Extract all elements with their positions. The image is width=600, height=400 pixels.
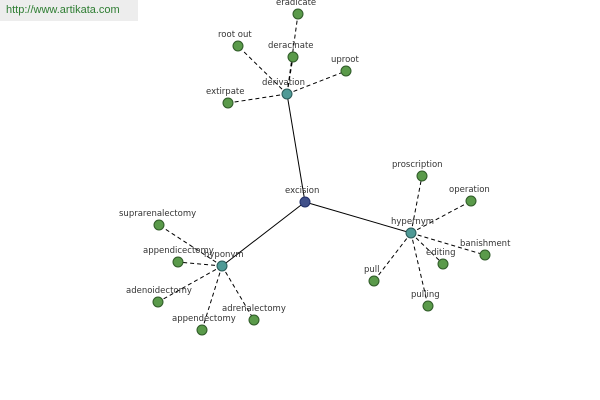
label-appendectomy[interactable]: appendectomy xyxy=(172,314,236,324)
edge-hypernym-editing xyxy=(410,232,444,265)
label-extirpate[interactable]: extirpate xyxy=(206,87,244,97)
node-hyponym[interactable] xyxy=(216,260,228,272)
node-adrenalectomy[interactable] xyxy=(248,314,260,326)
node-uproot[interactable] xyxy=(340,65,352,77)
edge-hypernym-banishment xyxy=(410,232,486,256)
node-deracinate[interactable] xyxy=(287,51,299,63)
edge-hyponym-adrenalectomy xyxy=(221,265,255,321)
edge-hyponym-appendicectomy xyxy=(177,261,223,267)
edge-hyponym-suprarenalectomy xyxy=(158,224,223,267)
label-uproot[interactable]: uproot xyxy=(331,55,359,65)
edge-hypernym-operation xyxy=(410,200,472,234)
edge-derivation-root-out xyxy=(237,45,288,95)
label-hypernym[interactable]: hypernym xyxy=(391,217,434,227)
label-editing[interactable]: editing xyxy=(426,248,455,258)
label-adrenalectomy[interactable]: adrenalectomy xyxy=(222,304,286,314)
label-appendicectomy[interactable]: appendicectomy xyxy=(143,246,214,256)
graph-labels: excision derivation hypernym hyponym eradica… xyxy=(119,0,511,324)
label-derivation[interactable]: derivation xyxy=(262,78,305,88)
label-pulling[interactable]: pulling xyxy=(411,290,440,300)
node-eradicate[interactable] xyxy=(292,8,304,20)
label-hyponym[interactable]: hyponym xyxy=(204,250,244,260)
node-editing[interactable] xyxy=(437,258,449,270)
edge-excision-hyponym xyxy=(221,201,306,267)
node-extirpate[interactable] xyxy=(222,97,234,109)
node-appendicectomy[interactable] xyxy=(172,256,184,268)
node-excision[interactable] xyxy=(299,196,311,208)
label-deracinate[interactable]: deracinate xyxy=(268,41,314,51)
node-banishment[interactable] xyxy=(479,249,491,261)
edge-hyponym-adenoidectomy xyxy=(157,265,223,303)
edge-hypernym-proscription xyxy=(410,175,423,234)
graph-edges xyxy=(157,13,486,331)
label-suprarenalectomy[interactable]: suprarenalectomy xyxy=(119,209,196,219)
node-adenoidectomy[interactable] xyxy=(152,296,164,308)
node-suprarenalectomy[interactable] xyxy=(153,219,165,231)
node-root-out[interactable] xyxy=(232,40,244,52)
label-operation[interactable]: operation xyxy=(449,185,490,195)
label-excision[interactable]: excision xyxy=(285,186,319,196)
site-url-watermark[interactable]: http://www.artikata.com xyxy=(0,0,138,21)
node-proscription[interactable] xyxy=(416,170,428,182)
node-appendectomy[interactable] xyxy=(196,324,208,336)
edge-hypernym-pulling xyxy=(410,232,429,307)
label-pull[interactable]: pull xyxy=(364,265,380,275)
node-derivation[interactable] xyxy=(281,88,293,100)
edge-excision-hypernym xyxy=(304,201,412,234)
node-operation[interactable] xyxy=(465,195,477,207)
edge-excision-derivation xyxy=(286,93,306,203)
edge-derivation-extirpate xyxy=(227,93,288,104)
label-proscription[interactable]: proscription xyxy=(392,160,443,170)
node-hypernym[interactable] xyxy=(405,227,417,239)
edge-derivation-deracinate xyxy=(286,56,294,95)
label-adenoidectomy[interactable]: adenoidectomy xyxy=(126,286,192,296)
label-banishment[interactable]: banishment xyxy=(460,239,511,249)
node-pulling[interactable] xyxy=(422,300,434,312)
label-root-out[interactable]: root out xyxy=(218,30,252,40)
node-pull[interactable] xyxy=(368,275,380,287)
label-eradicate[interactable]: eradicate xyxy=(276,0,316,8)
graph-nodes xyxy=(152,8,491,336)
edge-hypernym-pull xyxy=(373,232,412,282)
edge-derivation-uproot xyxy=(286,70,347,95)
